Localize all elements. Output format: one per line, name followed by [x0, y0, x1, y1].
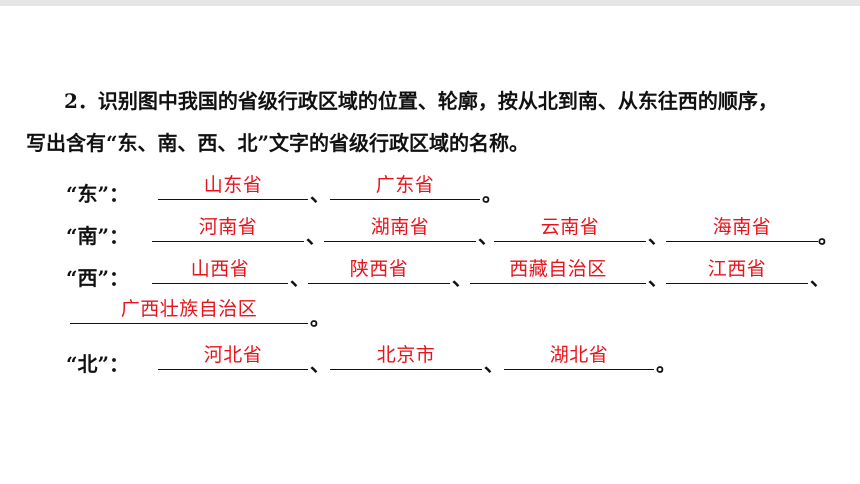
answer-xi-1: 山西省 — [190, 258, 250, 280]
blank-nan-2[interactable]: 湖南省 — [324, 216, 476, 242]
question-line-2: 写出含有“东、南、西、北”文字的省级行政区域的名称。 — [26, 131, 530, 155]
blank-bei-1[interactable]: 河北省 — [158, 344, 308, 370]
blank-xi-3[interactable]: 西藏自治区 — [470, 258, 646, 284]
answer-nan-1: 河南省 — [198, 216, 258, 238]
label-bei: “北”： — [66, 352, 130, 376]
period: 。 — [310, 306, 330, 330]
blank-xi-4[interactable]: 江西省 — [666, 258, 808, 284]
answer-xi-2: 陕西省 — [349, 258, 409, 280]
answer-xi-5: 广西壮族自治区 — [120, 298, 258, 320]
blank-xi-5[interactable]: 广西壮族自治区 — [70, 298, 308, 324]
period: 。 — [482, 182, 502, 206]
answer-dong-2: 广东省 — [375, 174, 435, 196]
comma: 、 — [810, 266, 830, 290]
label-dong: “东”： — [66, 182, 130, 206]
top-bar — [0, 0, 860, 6]
blank-nan-4[interactable]: 海南省 — [666, 216, 818, 242]
comma: 、 — [310, 182, 330, 206]
answer-nan-3: 云南省 — [540, 216, 600, 238]
comma: 、 — [484, 352, 504, 376]
answer-dong-1: 山东省 — [203, 174, 263, 196]
comma: 、 — [310, 352, 330, 376]
blank-dong-2[interactable]: 广东省 — [330, 174, 480, 200]
comma: 、 — [648, 266, 668, 290]
question-line-1: 2．识别图中我国的省级行政区域的位置、轮廓，按从北到南、从东往西的顺序， — [64, 89, 778, 113]
blank-bei-2[interactable]: 北京市 — [330, 344, 482, 370]
answer-bei-2: 北京市 — [376, 344, 436, 366]
comma: 、 — [306, 224, 326, 248]
answer-xi-4: 江西省 — [707, 258, 767, 280]
blank-bei-3[interactable]: 湖北省 — [504, 344, 654, 370]
answer-xi-3: 西藏自治区 — [509, 258, 607, 280]
comma: 、 — [648, 224, 668, 248]
blank-xi-1[interactable]: 山西省 — [152, 258, 288, 284]
comma: 、 — [478, 224, 498, 248]
answer-nan-4: 海南省 — [712, 216, 772, 238]
comma: 、 — [452, 266, 472, 290]
comma: 、 — [290, 266, 310, 290]
label-nan: “南”： — [66, 224, 130, 248]
blank-xi-2[interactable]: 陕西省 — [308, 258, 450, 284]
answer-bei-1: 河北省 — [203, 344, 263, 366]
blank-nan-1[interactable]: 河南省 — [152, 216, 304, 242]
answer-nan-2: 湖南省 — [370, 216, 430, 238]
period: 。 — [656, 352, 676, 376]
blank-dong-1[interactable]: 山东省 — [158, 174, 308, 200]
blank-nan-3[interactable]: 云南省 — [494, 216, 646, 242]
label-xi: “西”： — [66, 266, 130, 290]
period: 。 — [818, 224, 838, 248]
answer-bei-3: 湖北省 — [549, 344, 609, 366]
